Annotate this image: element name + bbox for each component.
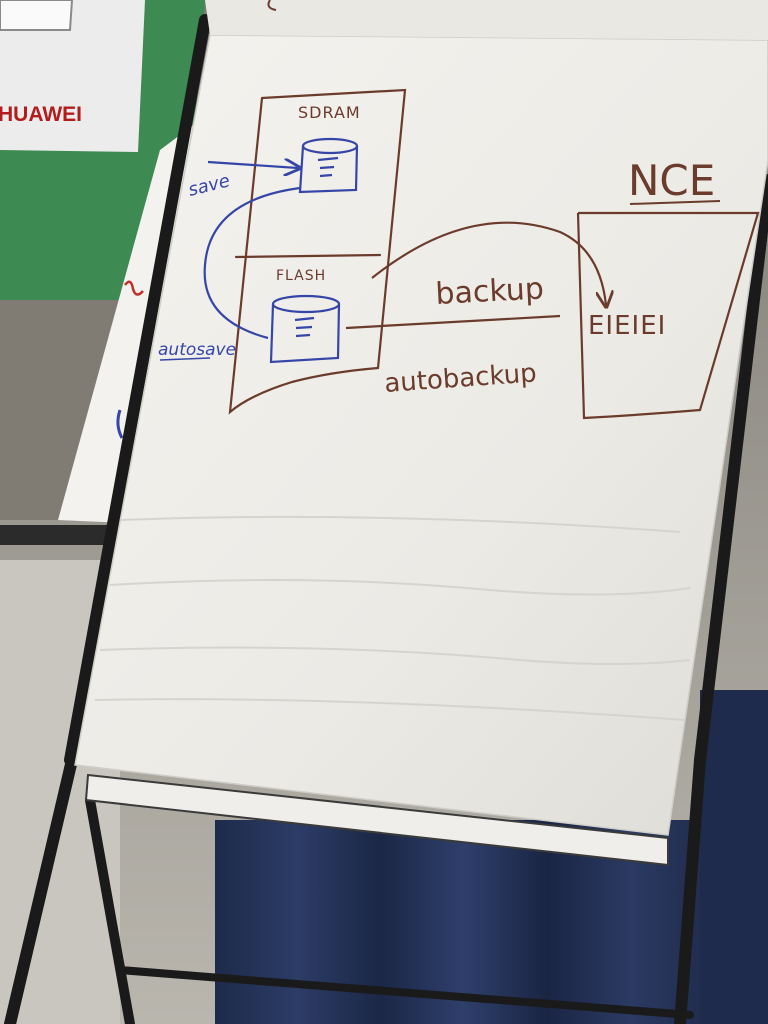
- nce-underline: [629, 200, 721, 205]
- curtain: [215, 820, 768, 1024]
- back-paper-scribble: [124, 280, 144, 296]
- flipchart-top-roll: [205, 0, 768, 40]
- back-paper-mark: [116, 409, 124, 439]
- nce-label: NCE: [628, 156, 715, 205]
- top-roll-mark: [267, 0, 277, 11]
- huawei-logo-text: HUAWEI: [0, 103, 82, 126]
- flash-label: FLASH: [276, 268, 326, 284]
- nce-box: [576, 211, 760, 420]
- paper-wrinkles: [94, 515, 691, 721]
- device-box: [228, 88, 407, 415]
- sdram-label: SDRAM: [298, 103, 361, 122]
- save-arrow: [207, 162, 298, 168]
- autosave-label: autosave: [158, 340, 236, 360]
- autosave-curve: [203, 186, 301, 340]
- backup-label: backup: [435, 271, 545, 312]
- flash-storage-icon: [269, 294, 341, 364]
- curtain-right: [700, 690, 768, 1024]
- nce-devices-label: EIEIEI: [588, 311, 666, 341]
- paper-tray: [84, 773, 669, 867]
- wall-rail: [0, 525, 110, 545]
- autobackup-line: [345, 314, 561, 330]
- backup-arrow: [371, 221, 606, 305]
- projector-screen: HUAWEI: [0, 0, 145, 152]
- easel-frame: [4, 14, 768, 1024]
- autosave-underline: [159, 357, 211, 361]
